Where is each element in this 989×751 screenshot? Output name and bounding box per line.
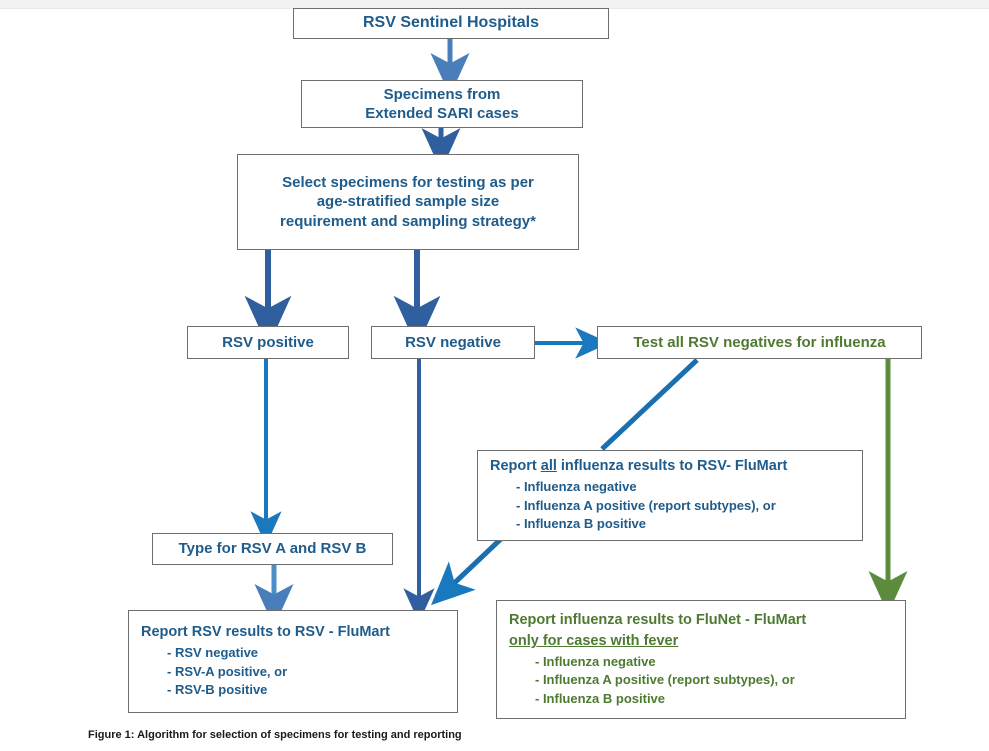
node-select-specimens-for-testing[interactable]: Select specimens for testing as per age-…: [237, 154, 579, 250]
list-item: - Influenza A positive (report subtypes)…: [535, 672, 795, 688]
node-title-line-1: Select specimens for testing as per: [282, 174, 534, 192]
node-report-rsv-results[interactable]: Report RSV results to RSV - FluMart - RS…: [128, 610, 458, 713]
node-type-for-rsv-a-and-rsv-b[interactable]: Type for RSV A and RSV B: [152, 533, 393, 565]
node-title: RSV Sentinel Hospitals: [362, 14, 540, 32]
node-title-line-3: requirement and sampling strategy*: [280, 212, 536, 230]
list-item: - RSV-B positive: [167, 682, 268, 698]
node-title-line-1: Specimens from: [383, 85, 501, 103]
heading-part-1: Report: [490, 458, 541, 475]
list-item: - RSV-A positive, or: [167, 663, 288, 679]
list-item: - Influenza B positive: [535, 690, 666, 706]
node-title: Type for RSV A and RSV B: [178, 540, 367, 558]
heading-part-2: influenza results to RSV- FluMart: [556, 458, 788, 475]
node-bullet-list: - Influenza negative - Influenza A posit…: [516, 478, 776, 533]
list-item: - RSV negative: [167, 645, 259, 661]
node-title-line-2: Extended SARI cases: [365, 105, 519, 122]
node-rsv-sentinel-hospitals[interactable]: RSV Sentinel Hospitals: [293, 8, 609, 39]
node-heading-line-1: Report influenza results to FluNet - Flu…: [509, 611, 807, 628]
node-bullet-list: - Influenza negative - Influenza A posit…: [535, 653, 795, 708]
list-item: - Influenza negative: [516, 479, 637, 495]
node-heading: Report RSV results to RSV - FluMart: [141, 624, 390, 641]
node-specimens-from-extended-sari-cases[interactable]: Specimens from Extended SARI cases: [301, 80, 583, 128]
node-title: RSV positive: [222, 333, 314, 351]
node-rsv-positive[interactable]: RSV positive: [187, 326, 349, 359]
node-title: RSV negative: [405, 333, 501, 351]
node-bullet-list: - RSV negative - RSV-A positive, or - RS…: [167, 644, 287, 699]
edge-report-influenza-all-to-report-rsv: [431, 534, 506, 606]
list-item: - Influenza B positive: [516, 516, 647, 532]
figure-caption: Figure 1: Algorithm for selection of spe…: [88, 729, 462, 741]
list-item: - Influenza negative: [535, 653, 656, 669]
node-rsv-negative[interactable]: RSV negative: [371, 326, 535, 359]
node-report-all-influenza-results[interactable]: Report all influenza results to RSV- Flu…: [477, 450, 863, 541]
node-report-influenza-results-flunet[interactable]: Report influenza results to FluNet - Flu…: [496, 600, 906, 719]
node-title-line-2: age-stratified sample size: [316, 193, 500, 211]
node-heading-line-2-underlined: only for cases with fever: [509, 632, 679, 649]
node-test-all-rsv-negatives-for-influenza[interactable]: Test all RSV negatives for influenza: [597, 326, 922, 359]
node-heading: Report all influenza results to RSV- Flu…: [490, 457, 787, 476]
heading-underlined-all: all: [540, 458, 557, 475]
edge-test-influenza-to-report-influenza-all: [600, 358, 699, 451]
node-title: Test all RSV negatives for influenza: [633, 333, 886, 351]
list-item: - Influenza A positive (report subtypes)…: [516, 497, 776, 513]
